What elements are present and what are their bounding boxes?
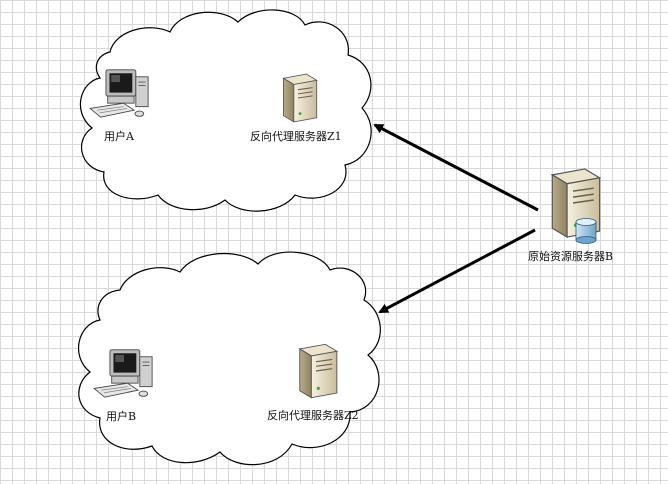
cloud-top (79, 9, 372, 212)
edge-origin-to-proxy-z2 (378, 228, 536, 314)
proxy-z2-label: 反向代理服务器Z2 (267, 409, 359, 422)
server-tower-icon (299, 343, 338, 399)
database-server-icon (551, 168, 601, 244)
proxy-z1-label: 反向代理服务器Z1 (250, 130, 342, 143)
user-b-label: 用户B (106, 410, 137, 423)
server-tower-icon (282, 73, 318, 123)
origin-b-label: 原始资源服务器B (528, 250, 614, 263)
user-a-label: 用户A (104, 130, 134, 143)
cloud-bottom (78, 251, 381, 466)
edge-origin-to-proxy-z1 (373, 123, 539, 212)
